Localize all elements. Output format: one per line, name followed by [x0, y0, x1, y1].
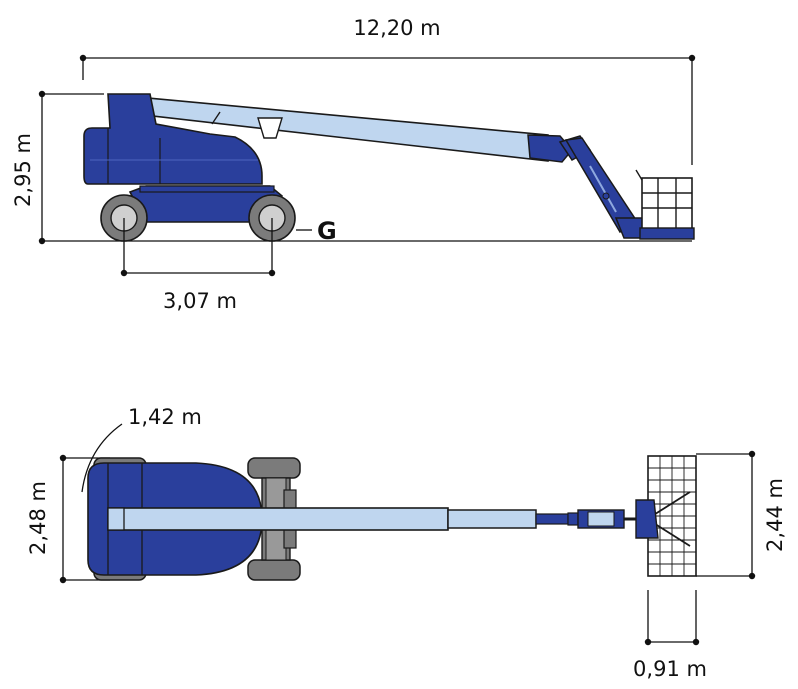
platform-depth-label: 0,91 m [633, 657, 707, 681]
side-view: 12,20 m 2,95 m [11, 16, 696, 313]
overall-length-label: 12,20 m [353, 16, 440, 40]
turning-radius-dimension: 1,42 m [81, 405, 202, 493]
ground-clearance-marker: G [296, 217, 337, 245]
platform-width-dimension: 2,44 m [696, 450, 787, 580]
stowed-height-dimension: 2,95 m [11, 90, 104, 245]
platform-width-label: 2,44 m [763, 478, 787, 552]
ground-clearance-label: G [317, 217, 337, 245]
overall-width-label: 2,48 m [26, 481, 50, 555]
turning-radius-label: 1,42 m [128, 405, 202, 429]
top-boom [107, 507, 640, 531]
stowed-height-label: 2,95 m [11, 133, 35, 207]
platform-depth-dimension: 0,91 m [633, 590, 707, 681]
overall-width-dimension: 2,48 m [26, 454, 110, 584]
overall-length-dimension: 12,20 m [79, 16, 696, 165]
platform-basket-side [635, 169, 695, 240]
turntable-body [83, 93, 263, 185]
wheelbase-label: 3,07 m [163, 289, 237, 313]
wheelbase-dimension: 3,07 m [120, 218, 276, 313]
top-view: 1,42 m 2,48 m [26, 405, 787, 681]
jib-arm [564, 137, 651, 239]
platform-basket-top [635, 455, 697, 577]
